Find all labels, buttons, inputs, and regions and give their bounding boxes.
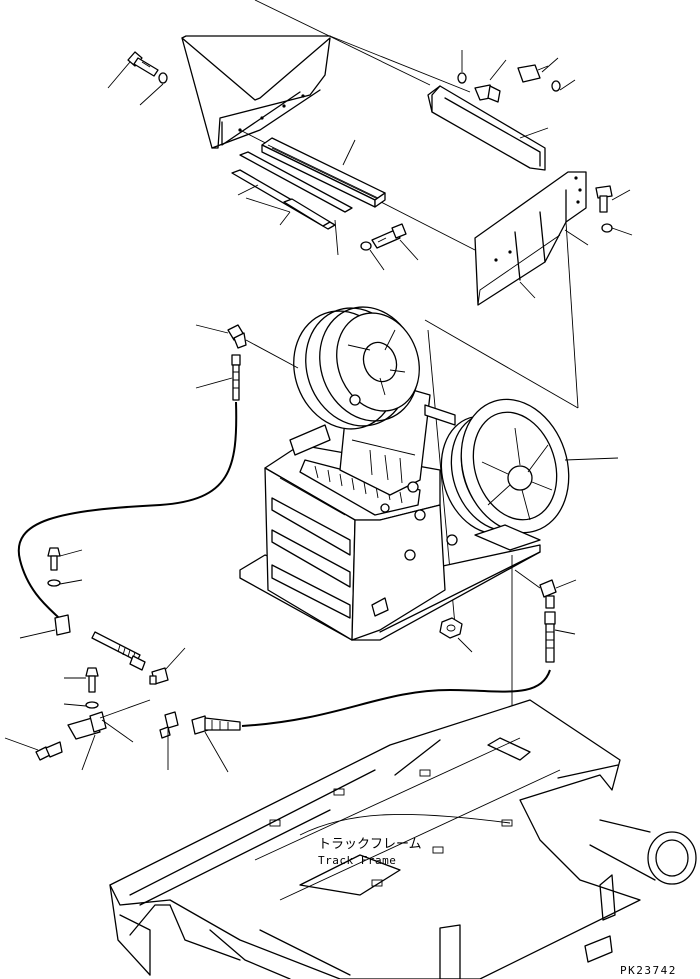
- guide-line: [565, 221, 579, 409]
- connector-block: [67, 699, 151, 771]
- hose-fitting-bottom: [191, 715, 241, 773]
- elbow-fitting-bottom: [159, 711, 179, 770]
- guide-line: [424, 319, 579, 409]
- bolt-lower-left: [63, 667, 99, 709]
- guide-line: [254, 0, 431, 86]
- hopper-right-plate: [474, 171, 589, 306]
- elbow-fitting-right: [514, 569, 577, 609]
- nut: [439, 617, 473, 653]
- bolt-right: [595, 185, 633, 236]
- pipe: [91, 631, 146, 671]
- hose-fitting-top: [195, 354, 241, 401]
- liner-bar: [261, 137, 386, 208]
- bolts-top-right: [457, 50, 576, 103]
- liner-strips: [231, 151, 353, 230]
- track-frame: [109, 699, 697, 979]
- bolt-left-lower: [47, 547, 83, 587]
- bolt-top-left: [107, 51, 168, 106]
- bolt-center: [334, 219, 419, 271]
- hopper-left-plate: [181, 35, 331, 149]
- guide-line: [329, 35, 471, 93]
- elbow-fitting-top: [195, 324, 299, 369]
- grease-nipple: [4, 737, 63, 761]
- grease-hose-left: [17, 401, 238, 626]
- track-frame-label-en: Track Frame: [318, 854, 396, 867]
- jaw-crusher: [239, 306, 619, 641]
- track-frame-label-jp: トラックフレーム: [318, 837, 422, 852]
- elbow-fitting-left: [149, 647, 186, 685]
- cover-bracket: [427, 85, 549, 171]
- clamp: [19, 614, 71, 639]
- hose-fitting-right: [544, 611, 576, 663]
- label-wire: [299, 813, 511, 836]
- grease-hose-right: [241, 669, 551, 727]
- drawing-code: PK23742: [620, 964, 677, 977]
